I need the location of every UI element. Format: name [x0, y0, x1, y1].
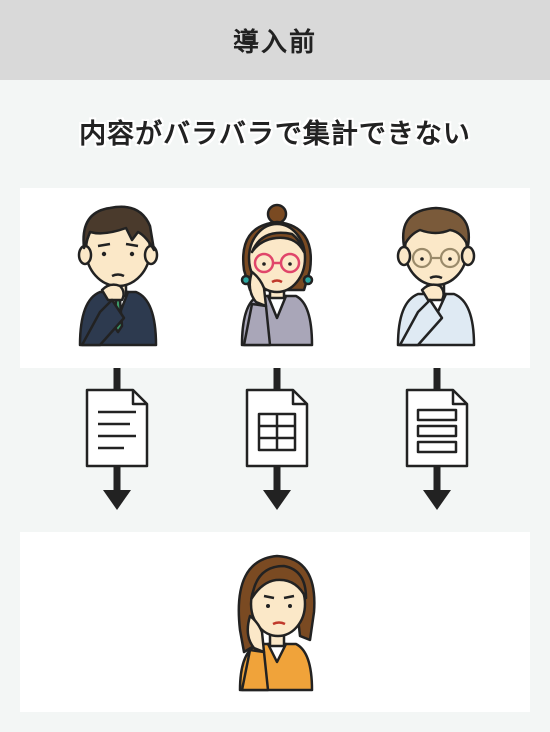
grid-document-icon — [245, 388, 309, 468]
header-bar: 導入前 — [0, 0, 550, 80]
person-man-with-glasses — [396, 206, 476, 347]
arrow-person3-to-recipient — [423, 368, 451, 510]
form-document-icon — [405, 388, 469, 468]
person-man-dark-suit — [77, 205, 159, 347]
diagram-subtitle: 内容がバラバラで集計できない — [79, 119, 471, 150]
person-woman-with-glasses — [240, 203, 314, 347]
person-recipient-woman-orange — [237, 554, 316, 692]
arrow-person2-to-recipient — [263, 368, 291, 510]
arrow-person1-to-recipient — [103, 368, 131, 510]
header-title: 導入前 — [232, 27, 317, 58]
text-document-icon — [85, 388, 149, 468]
